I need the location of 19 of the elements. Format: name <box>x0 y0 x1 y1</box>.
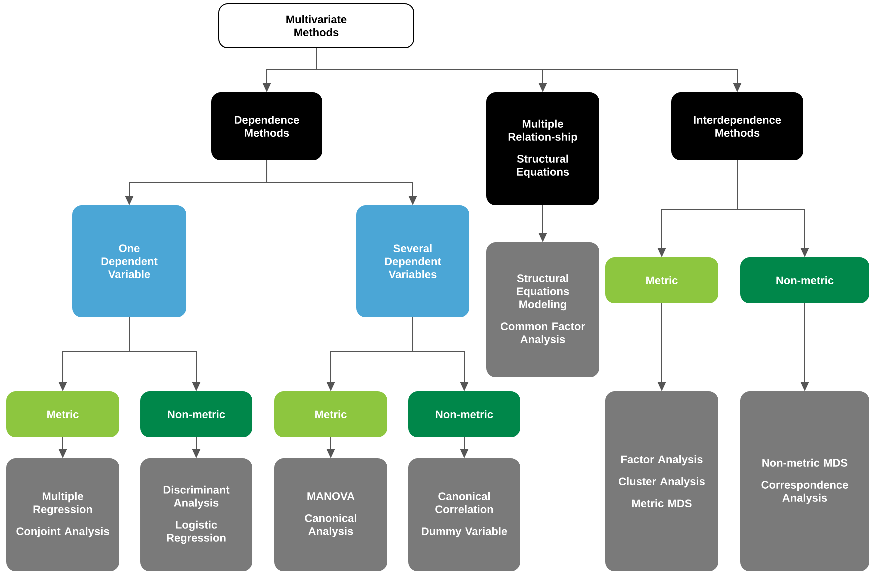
technique-box: Factor Analysis Cluster Analysis Metric MDS <box>606 392 718 572</box>
category-box: Dependence Methods <box>212 92 322 160</box>
variable-box: Several Dependent Variables <box>356 206 470 318</box>
category-box: Interdependence Methods <box>672 92 804 160</box>
non-metric-box: Non-metric <box>408 392 520 438</box>
metric-box: Metric <box>274 392 388 438</box>
technique-box: Discriminant Analysis Logistic Regression <box>140 458 252 572</box>
technique-box: MANOVA Canonical Analysis <box>274 458 388 572</box>
technique-box: Canonical Correlation Dummy Variable <box>408 458 520 572</box>
non-metric-box: Non-metric <box>140 392 252 438</box>
category-box: Multiple Relation-ship Structural Equations <box>486 92 600 206</box>
metric-box: Metric <box>606 258 718 304</box>
technique-box: Multiple Regression Conjoint Analysis <box>6 458 120 572</box>
metric-box: Metric <box>6 392 120 438</box>
technique-box: Non-metric MDS Correspondence Analysis <box>740 392 870 572</box>
method-box: Multivariate Methods <box>218 4 414 48</box>
technique-box: Structural Equations Modeling Common Factor Analysis <box>486 242 600 378</box>
non-metric-box: Non-metric <box>740 258 870 304</box>
variable-box: One Dependent Variable <box>72 206 186 318</box>
